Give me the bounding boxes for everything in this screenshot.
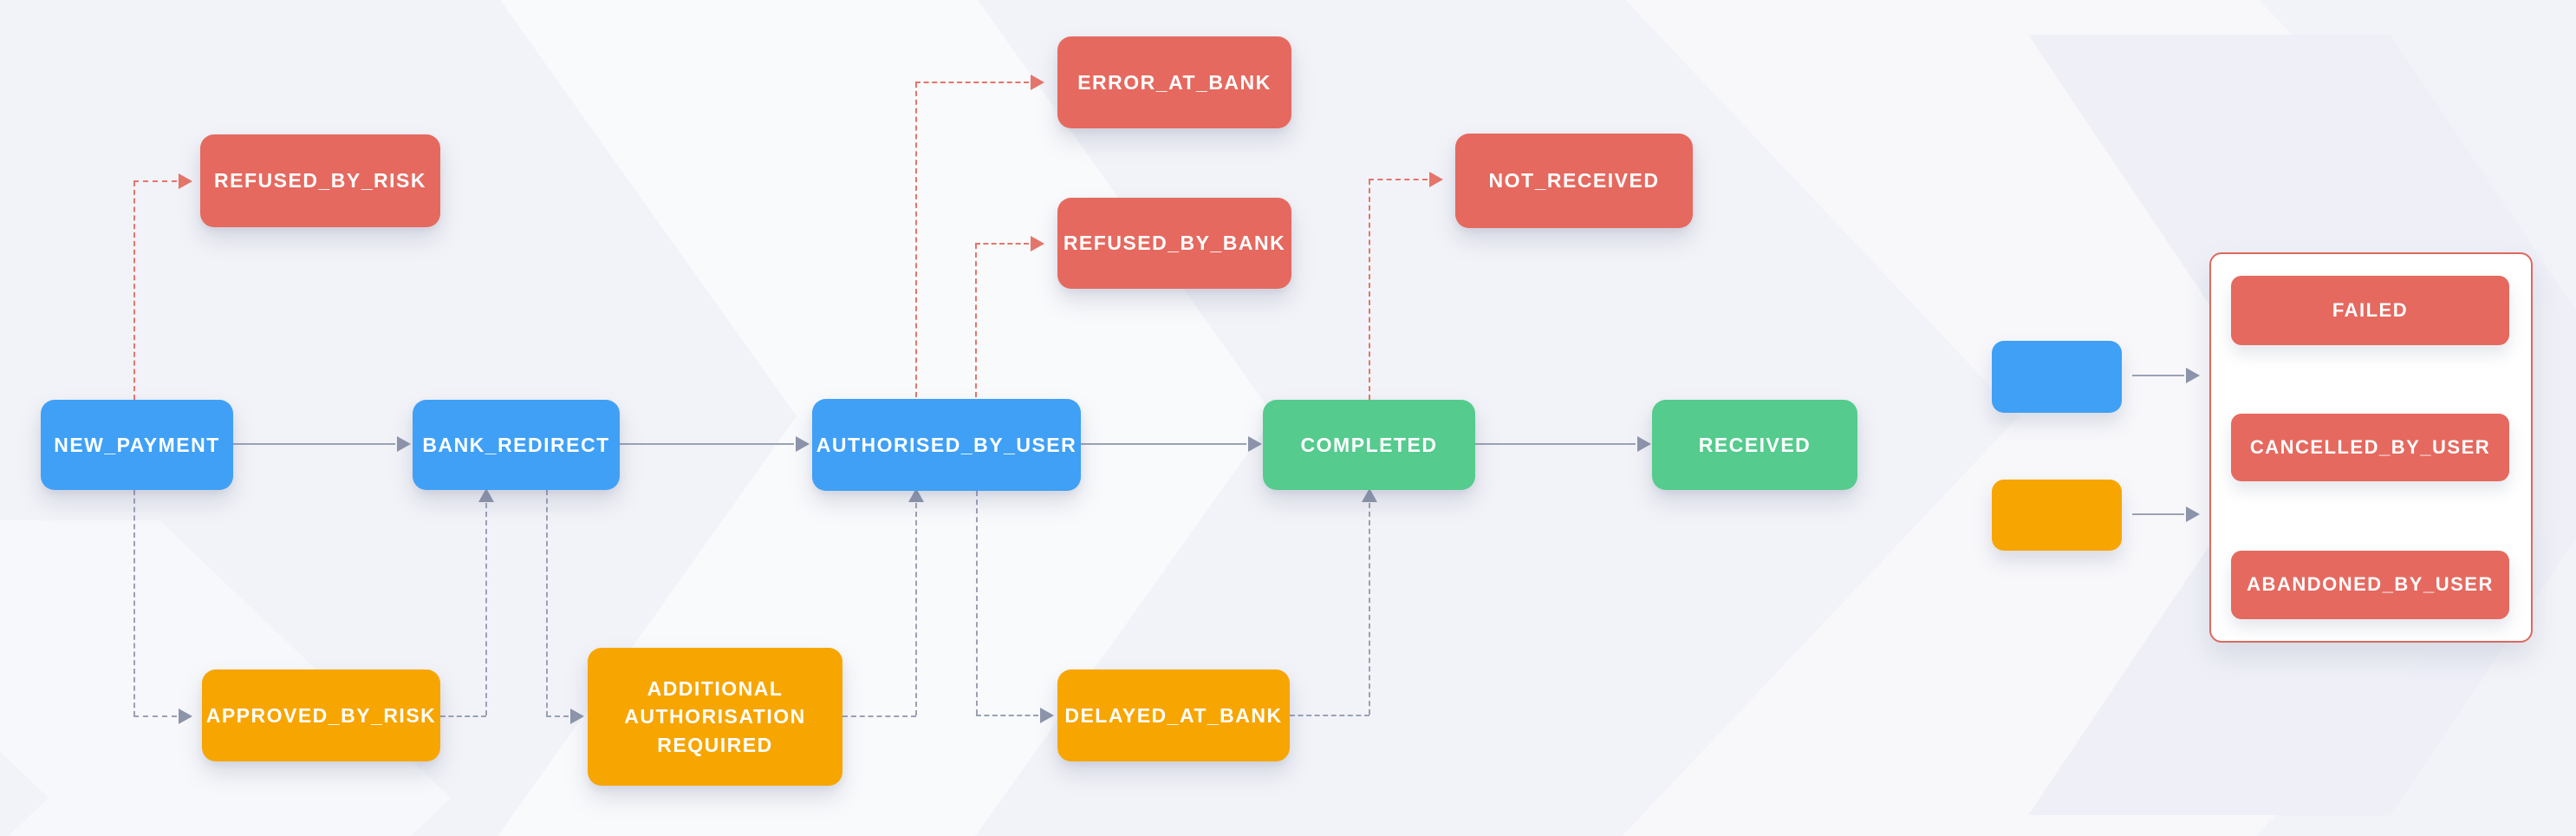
edge-additional-auth-authorised-horizontal xyxy=(842,715,916,717)
edge-authorised-delayed-arrowhead xyxy=(1040,708,1054,723)
edge-new-payment-refused-by-risk-horizontal xyxy=(133,180,177,182)
node-delayed-at-bank: DELAYED_AT_BANK xyxy=(1057,669,1290,761)
edge-authorised-completed-arrowhead xyxy=(1248,436,1262,452)
node-abandoned-by-user: ABANDONED_BY_USER xyxy=(2231,551,2509,619)
edge-authorised-delayed-horizontal xyxy=(976,715,1038,716)
edge-authorised-completed-line xyxy=(1081,443,1246,445)
edge-new-payment-bank-redirect-arrowhead xyxy=(397,436,411,452)
edge-delayed-completed-arrowhead xyxy=(1362,488,1377,502)
edge-new-payment-approved-by-risk-arrowhead xyxy=(179,709,192,724)
edge-bank-redirect-additional-auth-arrowhead xyxy=(570,709,584,724)
node-error-at-bank: ERROR_AT_BANK xyxy=(1057,36,1291,128)
node-label: REFUSED_BY_RISK xyxy=(214,169,426,193)
node-approved-by-risk: APPROVED_BY_RISK xyxy=(202,669,440,761)
node-label: BANK_REDIRECT xyxy=(422,433,610,456)
edge-authorised-delayed-vertical xyxy=(976,491,978,715)
node-label: ADDITIONAL AUTHORISATION REQUIRED xyxy=(624,677,806,756)
edge-completed-not-received-horizontal xyxy=(1369,179,1428,180)
node-new-payment: NEW_PAYMENT xyxy=(41,400,233,490)
node-label: APPROVED_BY_RISK xyxy=(205,703,437,727)
edge-authorised-error-at-bank-vertical xyxy=(915,82,917,397)
node-label: DELAYED_AT_BANK xyxy=(1064,703,1283,727)
node-label: NOT_RECEIVED xyxy=(1488,169,1660,193)
node-authorised-by-user: AUTHORISED_BY_USER xyxy=(812,399,1081,491)
edge-authorised-refused-by-bank-vertical xyxy=(975,244,977,397)
node-received: RECEIVED xyxy=(1652,400,1857,490)
edge-new-payment-bank-redirect-line xyxy=(233,443,395,445)
edge-authorised-error-at-bank-arrowhead xyxy=(1031,75,1044,90)
edge-bank-redirect-authorised-line xyxy=(620,443,794,445)
edge-new-payment-refused-by-risk-vertical xyxy=(133,181,135,400)
edge-authorised-refused-by-bank-horizontal xyxy=(975,243,1029,245)
node-label: COMPLETED xyxy=(1300,433,1438,456)
node-completed: COMPLETED xyxy=(1263,400,1475,490)
node-label: NEW_PAYMENT xyxy=(54,433,220,456)
node-refused-by-risk: REFUSED_BY_RISK xyxy=(200,134,440,227)
edge-new-payment-approved-by-risk-vertical xyxy=(133,490,135,716)
edge-bank-redirect-authorised-arrowhead xyxy=(796,436,810,452)
edge-completed-received-line xyxy=(1475,443,1636,445)
edge-blue-swatch-panel-arrowhead xyxy=(2186,368,2200,383)
node-label: ERROR_AT_BANK xyxy=(1077,70,1272,94)
node-label: REFUSED_BY_BANK xyxy=(1063,232,1286,255)
edge-approved-by-risk-bank-redirect-horizontal xyxy=(440,715,486,717)
node-cancelled-by-user: CANCELLED_BY_USER xyxy=(2231,414,2509,481)
legend-blue-state-swatch xyxy=(1992,341,2122,413)
legend-orange-state-swatch xyxy=(1992,480,2122,551)
edge-delayed-completed-vertical xyxy=(1369,503,1370,715)
node-refused-by-bank: REFUSED_BY_BANK xyxy=(1057,198,1291,289)
edge-completed-received-arrowhead xyxy=(1637,436,1651,452)
edge-completed-not-received-vertical xyxy=(1369,180,1370,400)
edge-blue-swatch-panel-line xyxy=(2132,375,2184,376)
edge-approved-by-risk-bank-redirect-arrowhead xyxy=(478,488,494,502)
edge-authorised-error-at-bank-horizontal xyxy=(915,82,1029,83)
node-bank-redirect: BANK_REDIRECT xyxy=(413,400,620,490)
edge-new-payment-refused-by-risk-arrowhead xyxy=(179,173,192,189)
node-label: AUTHORISED_BY_USER xyxy=(816,433,1077,456)
edge-authorised-refused-by-bank-arrowhead xyxy=(1031,236,1044,251)
node-label: RECEIVED xyxy=(1698,433,1812,456)
edge-additional-auth-authorised-arrowhead xyxy=(908,488,924,502)
node-label: FAILED xyxy=(2332,298,2409,321)
edge-additional-auth-authorised-vertical xyxy=(915,503,917,715)
edge-delayed-completed-horizontal xyxy=(1290,715,1369,716)
edge-bank-redirect-additional-auth-vertical xyxy=(546,490,548,716)
node-label: CANCELLED_BY_USER xyxy=(2249,435,2491,458)
edge-completed-not-received-arrowhead xyxy=(1429,172,1443,187)
terminal-states-panel: FAILED CANCELLED_BY_USER ABANDONED_BY_US… xyxy=(2209,252,2533,643)
edge-bank-redirect-additional-auth-horizontal xyxy=(546,715,569,717)
node-failed: FAILED xyxy=(2231,276,2509,345)
node-not-received: NOT_RECEIVED xyxy=(1455,134,1693,228)
node-label: ABANDONED_BY_USER xyxy=(2247,573,2494,596)
edge-approved-by-risk-bank-redirect-vertical xyxy=(485,503,487,715)
edge-new-payment-approved-by-risk-horizontal xyxy=(133,715,177,717)
edge-orange-swatch-panel-arrowhead xyxy=(2186,506,2200,522)
node-additional-authorisation-required: ADDITIONAL AUTHORISATION REQUIRED xyxy=(588,648,842,786)
edge-orange-swatch-panel-line xyxy=(2132,513,2184,515)
